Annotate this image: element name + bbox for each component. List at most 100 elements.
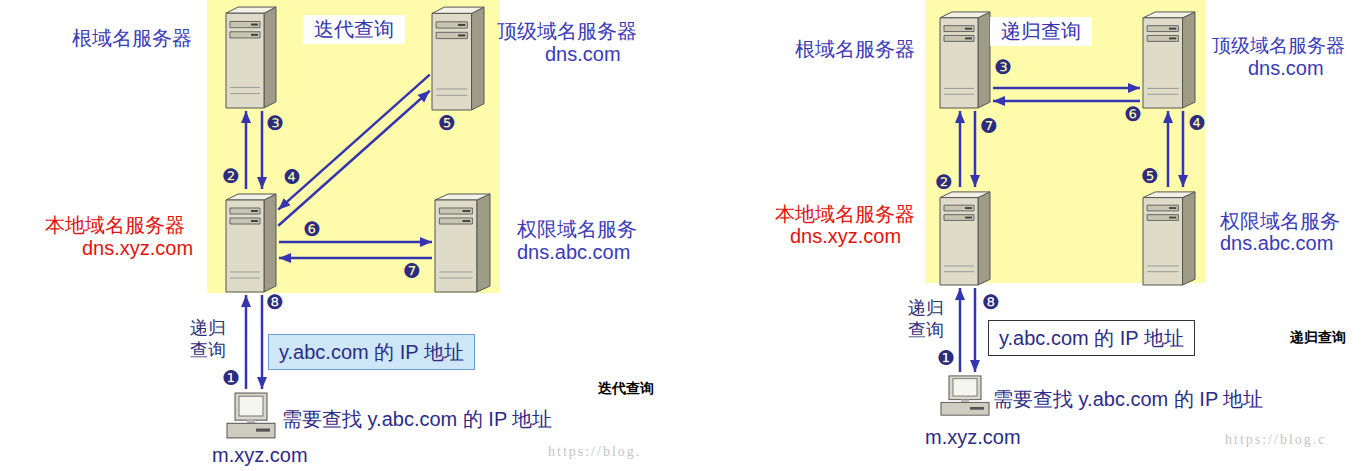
vent-line	[1147, 271, 1178, 272]
server-side	[264, 194, 276, 292]
server-side	[264, 7, 276, 108]
node-name: 权限域名服务	[517, 218, 637, 241]
host-name: dns.abc.com	[1220, 232, 1333, 255]
vent-line	[436, 95, 467, 96]
panel-title: 迭代查询	[303, 15, 405, 44]
server-front	[432, 13, 472, 110]
server-icon	[940, 190, 990, 285]
server-top	[432, 7, 484, 13]
label-holder: 递归查询	[1290, 329, 1346, 346]
monitor	[235, 393, 267, 420]
drive-slot	[1169, 207, 1176, 209]
label-holder: 递归 查询	[908, 298, 949, 341]
monitor	[949, 376, 981, 400]
vent-line	[230, 87, 260, 88]
server-side	[1183, 192, 1195, 285]
callout-number: ❶	[937, 348, 955, 368]
label-holder: ❷	[222, 166, 240, 186]
server-side	[477, 194, 490, 292]
drive-slot	[1169, 28, 1176, 30]
callout-number: ❺	[438, 113, 456, 133]
server-icon	[1143, 190, 1195, 285]
text-holder: dns.abc.com	[1220, 232, 1333, 255]
drive-bay	[1147, 215, 1178, 221]
screen	[239, 396, 263, 416]
drive-bay	[944, 205, 974, 211]
server-icon	[432, 5, 484, 110]
pc-case	[941, 402, 989, 415]
root-server: 根域名服务器	[226, 5, 276, 108]
text-holder: dns.abc.com	[517, 241, 630, 264]
text-holder: 权限域名服务	[1220, 210, 1340, 233]
watermark: https://blog.	[548, 444, 641, 461]
label-holder: ❺	[1141, 166, 1159, 186]
server-side	[978, 12, 990, 108]
query-arrow	[245, 295, 248, 389]
host-name: m.xyz.com	[212, 444, 308, 467]
server-top	[940, 192, 990, 198]
vent-line	[1147, 266, 1178, 267]
drive-slot	[256, 429, 270, 432]
callout-number: ❺	[1141, 166, 1159, 186]
label-holder: ❹	[283, 167, 301, 187]
callout-number: ❸	[994, 57, 1012, 77]
label-holder: https://blog.c	[1225, 432, 1327, 449]
node-name: 根域名服务器	[795, 38, 915, 61]
text-holder: dns.com	[1248, 57, 1324, 80]
callout-number: ❽	[982, 292, 1000, 312]
drive-slot	[1169, 217, 1176, 219]
drive-slot	[970, 407, 984, 410]
callout-number: ❽	[266, 292, 284, 312]
node-name: 本地域名服务器	[775, 203, 915, 226]
server-front	[435, 200, 477, 292]
drive-slot	[251, 210, 258, 212]
vent-line	[230, 93, 260, 94]
label-holder: ❹	[1188, 113, 1206, 133]
drive-slot	[251, 24, 258, 26]
server-icon	[226, 192, 276, 292]
server-front	[226, 200, 264, 292]
server-front	[1143, 198, 1183, 285]
drive-slot	[1169, 37, 1176, 39]
label-holder: ❸	[994, 57, 1012, 77]
node-name: 权限域名服务	[1220, 210, 1340, 233]
drive-slot	[458, 24, 465, 26]
callout-number: ❻	[303, 219, 321, 239]
node-name: 顶级域名服务器	[497, 20, 637, 43]
drive-bay	[1147, 26, 1178, 32]
text-holder: 根域名服务器	[72, 27, 192, 50]
vent-line	[230, 278, 260, 279]
text-holder: 本地域名服务器	[45, 214, 185, 237]
local-server: 本地域名服务器dns.xyz.com	[940, 190, 990, 285]
host-name: m.xyz.com	[925, 426, 1021, 449]
client-host: 需要查找 y.abc.com 的 IP 地址m.xyz.com	[226, 392, 276, 440]
text-holder: y.abc.com 的 IP 地址	[279, 339, 464, 365]
drive-bay	[439, 208, 472, 214]
server-top	[226, 7, 276, 13]
server-front	[940, 18, 978, 108]
server-front	[226, 13, 264, 108]
drive-bay	[436, 22, 467, 28]
server-top	[226, 194, 276, 200]
label-holder: ❻	[303, 219, 321, 239]
computer-icon	[940, 375, 990, 417]
server-side	[978, 192, 990, 285]
node-name: 顶级域名服务器	[1212, 35, 1345, 57]
callout-number: ❶	[222, 368, 240, 388]
drive-slot	[965, 28, 972, 30]
server-front	[940, 198, 978, 285]
label-holder: ❷	[935, 172, 953, 192]
drive-bay	[439, 218, 472, 224]
text-holder: 本地域名服务器	[775, 203, 915, 226]
screen	[953, 379, 977, 396]
drive-bay	[230, 32, 260, 38]
label-holder: ❺	[438, 113, 456, 133]
vent-line	[944, 266, 974, 267]
text-holder: 权限域名服务	[517, 218, 637, 241]
vent-line	[1147, 88, 1178, 89]
figure-label: 递归查询	[1290, 329, 1346, 346]
text-holder: dns.xyz.com	[790, 225, 901, 248]
server-side	[1183, 12, 1195, 108]
server-top	[435, 194, 490, 200]
text-holder: dns.com	[545, 43, 621, 66]
